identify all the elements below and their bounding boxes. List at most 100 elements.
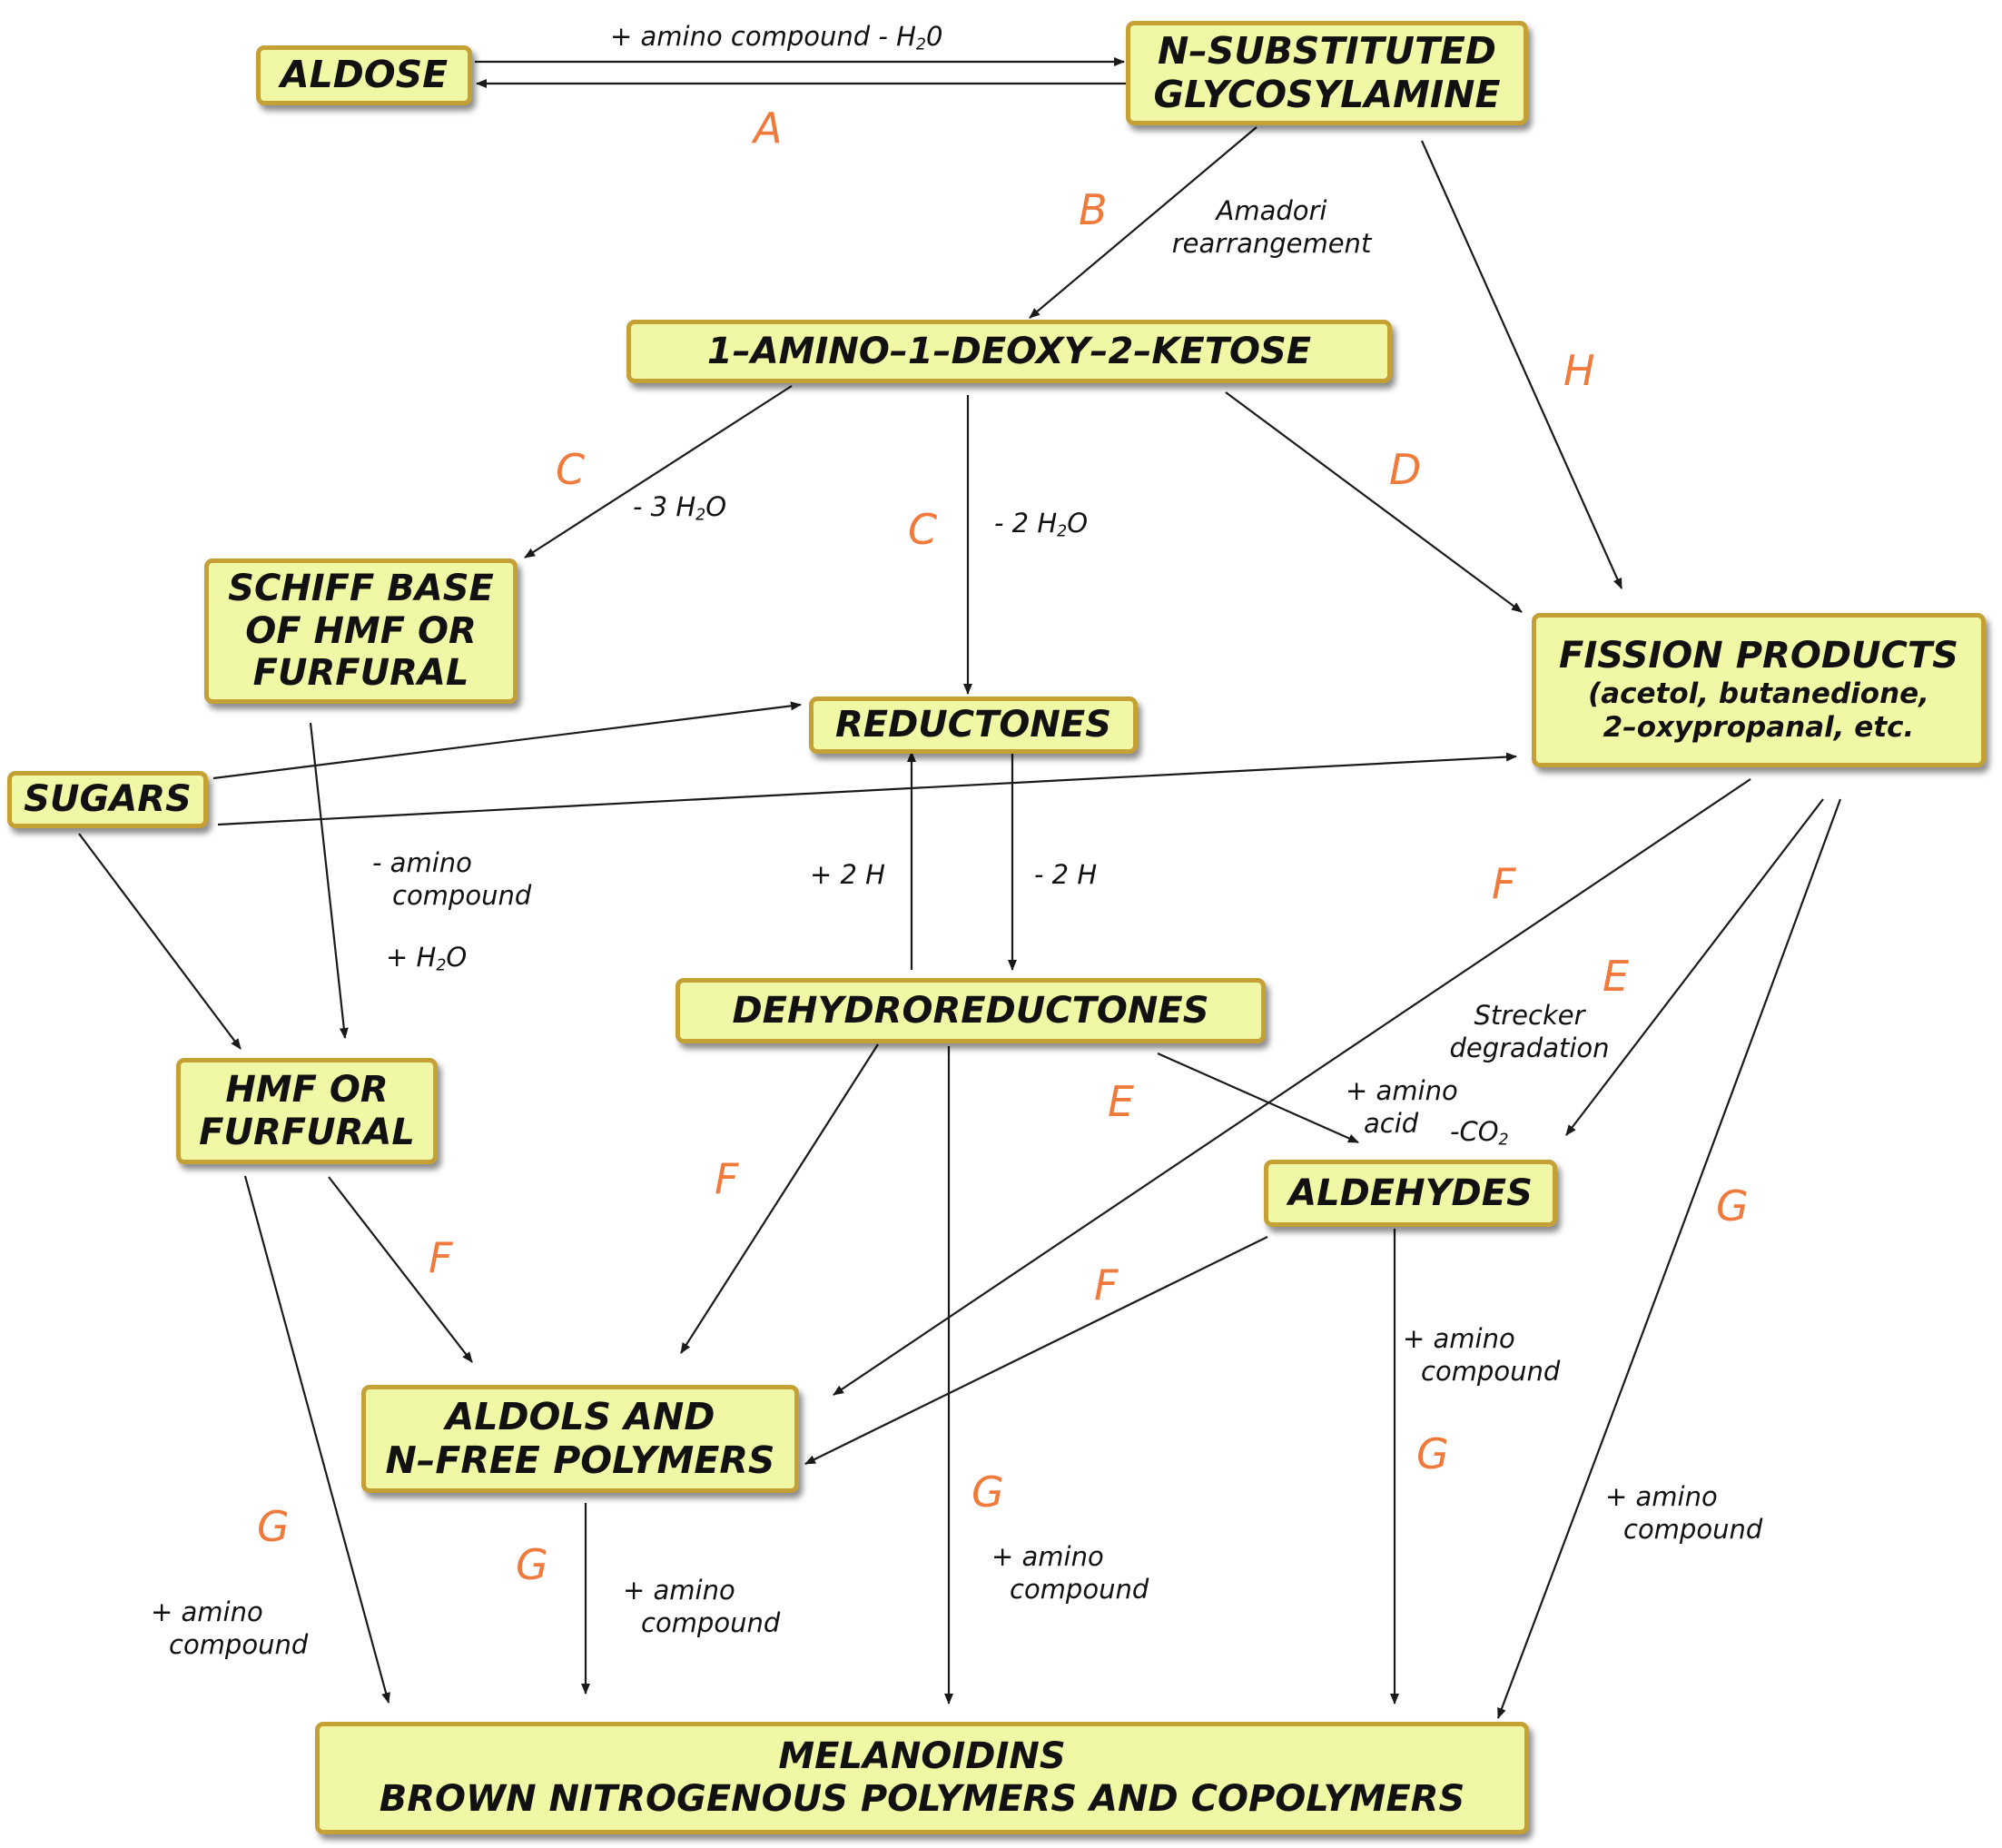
arrow-hmf-to-melanoidins (243, 1175, 390, 1704)
label-minus-3-water: - 3 H2O (633, 490, 726, 526)
arrow-fission-to-aldols (833, 778, 1751, 1396)
label-minus-co2-text: -CO (1450, 1116, 1499, 1147)
label-amadori-line1: Amadori (1216, 195, 1327, 226)
node-dehydro-label: DEHYDROREDUCTONES (732, 989, 1209, 1032)
label-minus2h2o-suffix: O (1067, 508, 1089, 539)
label-amino-compound-1-line1: + amino (1403, 1323, 1515, 1354)
node-reductones-label: REDUCTONES (834, 704, 1112, 746)
label-amino-compound-3-line1: + amino (991, 1541, 1104, 1572)
node-ketose-label: 1–AMINO–1–DEOXY–2–KETOSE (706, 330, 1312, 372)
pathway-letter-d: D (1389, 445, 1422, 494)
label-amino-compound-2-line2: compound (1623, 1514, 1763, 1546)
pathway-letter-g-aldehydes: G (1416, 1429, 1449, 1478)
label-minus-2-water: - 2 H2O (994, 507, 1088, 542)
node-hmf-line2: FURFURAL (199, 1111, 415, 1153)
label-plus-2-h: + 2 H (810, 859, 885, 890)
label-minus-co2: -CO2 (1450, 1115, 1509, 1151)
label-amino-compound-4-line2: compound (641, 1607, 781, 1639)
pathway-letter-e-dehydro: E (1108, 1077, 1135, 1126)
arrow-fission-to-aldehydes (1565, 798, 1824, 1136)
label-plus-h2o-text: + H (386, 942, 437, 973)
label-minus-co2-subscript: 2 (1498, 1131, 1509, 1150)
label-minus3h2o-suffix: O (705, 491, 727, 522)
pathway-letter-g-fission: G (1716, 1181, 1749, 1230)
pathway-letter-c-left: C (556, 445, 586, 494)
node-schiff-line3: FURFURAL (252, 652, 469, 695)
label-strecker-line2: degradation (1449, 1033, 1610, 1064)
arrow-sugars-to-reductones (212, 701, 802, 780)
label-amino-compound-4-line1: + amino (623, 1575, 735, 1606)
node-aldols-line2: N–FREE POLYMERS (385, 1438, 775, 1482)
node-melanoidins-line1: MELANOIDINS (778, 1735, 1066, 1778)
pathway-letter-e-strecker: E (1603, 952, 1630, 1001)
node-aldols: ALDOLS AND N–FREE POLYMERS (361, 1385, 799, 1493)
pathway-letter-f-aldehydes: F (1094, 1260, 1119, 1309)
node-schiff-base: SCHIFF BASE OF HMF OR FURFURAL (204, 558, 518, 704)
node-glycosylamine: N–SUBSTITUTED GLYCOSYLAMINE (1126, 21, 1528, 125)
label-amino-h2o-subscript: 2 (915, 35, 926, 54)
arrow-sugars-to-hmf (78, 833, 242, 1050)
node-aldose: ALDOSE (256, 45, 472, 105)
label-amino-compound-1-line2: compound (1421, 1356, 1561, 1388)
node-aldols-line1: ALDOLS AND (445, 1394, 715, 1438)
node-aldehydes: ALDEHYDES (1264, 1160, 1557, 1227)
node-schiff-line1: SCHIFF BASE (228, 567, 494, 609)
label-amino-h2o-text: + amino compound - H (610, 21, 916, 52)
pathway-letter-f-dehydro: F (715, 1154, 739, 1203)
node-fission-line3: 2–oxypropanal, etc. (1603, 711, 1915, 745)
node-hmf-line1: HMF OR (225, 1068, 389, 1111)
node-fission-line1: FISSION PRODUCTS (1559, 634, 1958, 677)
pathway-letter-f-fission: F (1492, 859, 1516, 908)
pathway-letter-h: H (1563, 346, 1595, 395)
label-minus-amino-line1: - amino (372, 847, 472, 878)
pathway-letter-g-hmf: G (257, 1502, 290, 1551)
pathway-letter-b: B (1079, 185, 1108, 234)
label-amino-compound-hmf: + amino compound (151, 1596, 308, 1662)
label-amino-acid-line2: acid (1364, 1108, 1419, 1140)
label-minus2h2o-subscript: 2 (1057, 522, 1068, 541)
label-minus2h2o-text: - 2 H (994, 508, 1058, 539)
arrow-fission-to-melanoidins (1496, 798, 1842, 1719)
node-dehydroreductones: DEHYDROREDUCTONES (676, 978, 1266, 1043)
node-sugars: SUGARS (7, 771, 208, 828)
label-minus3h2o-subscript: 2 (695, 506, 706, 525)
label-amino-h2o-suffix: 0 (925, 21, 943, 52)
label-strecker-degradation: Strecker degradation (1418, 999, 1641, 1065)
label-amino-compound-aldols: + amino compound (623, 1574, 780, 1640)
node-melanoidins: MELANOIDINS BROWN NITROGENOUS POLYMERS A… (315, 1722, 1529, 1834)
node-aldose-label: ALDOSE (280, 53, 449, 97)
label-amino-compound-aldehydes: + amino compound (1403, 1322, 1560, 1388)
arrow-dehydro-to-aldehydes (1157, 1052, 1359, 1144)
arrow-schiff-to-hmf (309, 722, 349, 1039)
arrow-glycosylamine-to-fission (1420, 140, 1623, 589)
node-sugars-label: SUGARS (24, 778, 192, 821)
label-plus-water: + H2O (386, 941, 467, 976)
label-amino-compound-minus-water: + amino compound - H20 (610, 20, 942, 55)
pathway-letter-f-hmf: F (429, 1233, 453, 1282)
arrow-glycosylamine-to-ketose (1029, 126, 1257, 319)
node-melanoidins-line2: BROWN NITROGENOUS POLYMERS AND COPOLYMER… (379, 1778, 1465, 1820)
label-minus-2-h: - 2 H (1034, 859, 1098, 890)
label-strecker-line1: Strecker (1474, 1000, 1585, 1031)
node-glycosylamine-line2: GLYCOSYLAMINE (1153, 72, 1501, 116)
node-fission-products: FISSION PRODUCTS (acetol, butanedione, 2… (1532, 613, 1986, 767)
pathway-letter-c-middle: C (908, 505, 938, 554)
arrow-aldehydes-to-aldols (804, 1236, 1268, 1465)
label-minus3h2o-text: - 3 H (633, 491, 696, 522)
node-fission-line2: (acetol, butanedione, (1588, 677, 1929, 710)
arrow-dehydro-to-aldols (680, 1043, 879, 1354)
node-schiff-line2: OF HMF OR (245, 609, 477, 652)
label-minus-amino-line2: compound (392, 880, 532, 912)
node-hmf-furfural: HMF OR FURFURAL (176, 1058, 438, 1164)
label-plus-amino-acid: + amino acid (1346, 1074, 1458, 1141)
label-amino-compound-3-line2: compound (1010, 1574, 1149, 1606)
arrow-ketose-to-schiff (524, 385, 793, 558)
label-amino-compound-fission: + amino compound (1605, 1480, 1762, 1547)
label-amino-acid-line1: + amino (1346, 1075, 1458, 1106)
label-amino-compound-2-line1: + amino (1605, 1481, 1718, 1512)
node-glycosylamine-line1: N–SUBSTITUTED (1158, 28, 1496, 73)
node-reductones: REDUCTONES (809, 697, 1138, 754)
label-plus-h2o-suffix: O (446, 942, 468, 973)
